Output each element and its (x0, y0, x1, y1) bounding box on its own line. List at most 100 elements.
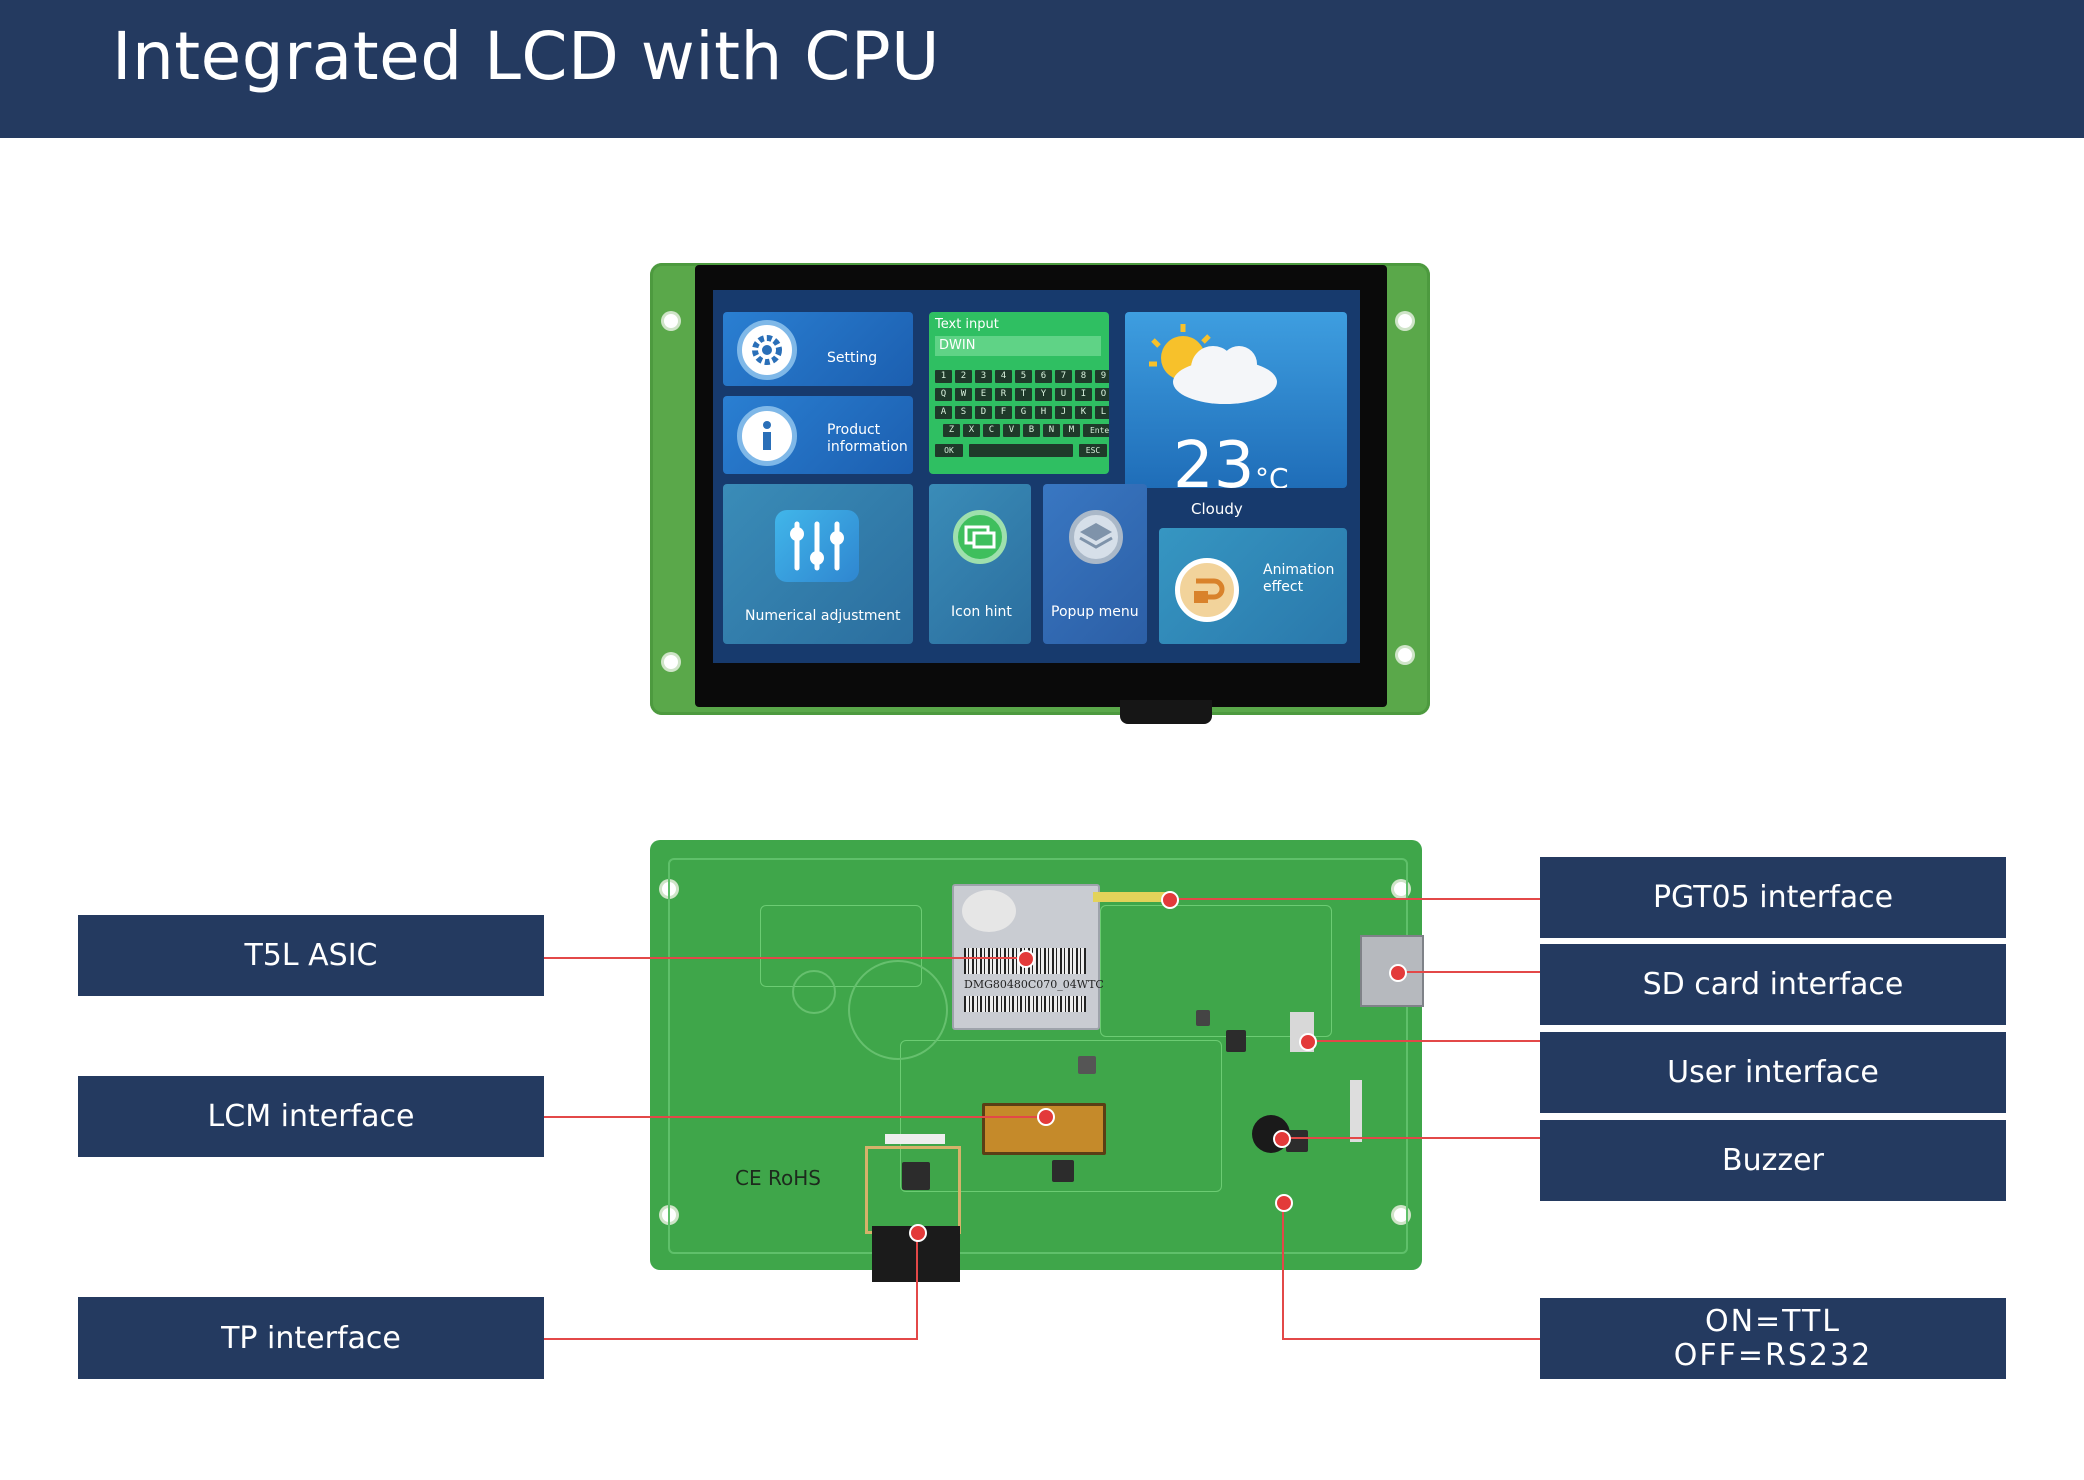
setting-tile[interactable]: Setting (723, 312, 913, 386)
tp-callout-dot (909, 1224, 927, 1242)
pad (792, 970, 836, 1014)
rs232-line: OFF=RS232 (1673, 1337, 1873, 1373)
weather-tile[interactable]: 23 °C (1125, 312, 1347, 488)
keyboard-key[interactable]: S (955, 406, 972, 419)
keyboard-key[interactable]: N (1043, 424, 1060, 437)
icon-hint-label: Icon hint (951, 604, 1012, 620)
mount-hole (1394, 1208, 1408, 1222)
product-information-tile[interactable]: Product information (723, 396, 913, 474)
capacitor (1196, 1010, 1210, 1026)
keyboard-key[interactable]: I (1075, 388, 1092, 401)
weather-condition: Cloudy (1191, 500, 1243, 518)
text-input-tile[interactable]: Text input DWIN 1234567890 QWERTYUIOP AS… (929, 312, 1109, 474)
keyboard-key[interactable]: H (1035, 406, 1052, 419)
page-title: Integrated LCD with CPU (112, 18, 940, 95)
keyboard-key[interactable]: 6 (1035, 370, 1052, 383)
numerical-adjustment-label: Numerical adjustment (745, 608, 901, 624)
icon-hint-tile[interactable]: Icon hint (929, 484, 1031, 644)
enter-key[interactable]: Enter (1083, 424, 1109, 437)
pcb-outline (668, 858, 1408, 1254)
keyboard-key[interactable]: Y (1035, 388, 1052, 401)
keyboard-key[interactable]: 4 (995, 370, 1012, 383)
user-interface-callout-dot (1299, 1033, 1317, 1051)
numerical-adjustment-tile[interactable]: Numerical adjustment (723, 484, 913, 644)
mount-hole (1394, 882, 1408, 896)
keyboard-key[interactable]: 3 (975, 370, 992, 383)
keyboard-key[interactable]: 5 (1015, 370, 1032, 383)
keyboard-key[interactable]: G (1015, 406, 1032, 419)
t5l-asic-label: T5L ASIC (78, 915, 544, 996)
pgt05-callout-dot (1161, 891, 1179, 909)
info-icon (737, 406, 797, 466)
ttl-callout-line (1282, 1338, 1540, 1340)
module-code: DMG80480C070_04WTC (964, 978, 1104, 991)
pin-row (1350, 1080, 1362, 1142)
ttl-line: ON=TTL (1704, 1303, 1842, 1339)
keyboard-key[interactable]: L (1095, 406, 1109, 419)
sd-callout-line (1396, 971, 1540, 973)
header-bar: Integrated LCD with CPU (0, 0, 2084, 138)
user-interface-callout-line (1306, 1040, 1540, 1042)
ok-key[interactable]: OK (935, 444, 963, 457)
keyboard-key[interactable]: D (975, 406, 992, 419)
keyboard-key[interactable]: A (935, 406, 952, 419)
keyboard-key[interactable]: 1 (935, 370, 952, 383)
tp-callout-line (544, 1338, 917, 1340)
gear-icon (737, 320, 797, 380)
layers-icon (1069, 510, 1123, 564)
keyboard-key[interactable]: C (983, 424, 1000, 437)
pgt05-callout-line (1168, 898, 1540, 900)
capacitor (1078, 1056, 1096, 1074)
keyboard-key[interactable]: E (975, 388, 992, 401)
t5l-callout-dot (1017, 950, 1035, 968)
keyboard-key[interactable]: M (1063, 424, 1080, 437)
mount-hole (664, 655, 678, 669)
keyboard-key[interactable]: Q (935, 388, 952, 401)
keyboard-key[interactable]: F (995, 406, 1012, 419)
esc-key[interactable]: ESC (1079, 444, 1107, 457)
keyboard-row-2: QWERTYUIOP (935, 388, 1109, 401)
tp-connector (865, 1146, 961, 1234)
pgt05-header (1093, 892, 1169, 902)
popup-menu-tile[interactable]: Popup menu (1043, 484, 1147, 644)
keyboard-key[interactable]: J (1055, 406, 1072, 419)
keyboard-key[interactable]: B (1023, 424, 1040, 437)
temperature-unit: °C (1255, 462, 1289, 488)
keyboard-key[interactable]: 7 (1055, 370, 1072, 383)
buzzer-label: Buzzer (1540, 1120, 2006, 1201)
keyboard-key[interactable]: O (1095, 388, 1109, 401)
keyboard-key[interactable]: K (1075, 406, 1092, 419)
lcm-callout-line (544, 1116, 1044, 1118)
keyboard-key[interactable]: U (1055, 388, 1072, 401)
animation-effect-label: Animation effect (1263, 562, 1335, 595)
lcd-screen: Setting Product information Text input D… (713, 290, 1360, 663)
space-key[interactable] (969, 444, 1073, 457)
lcm-callout-dot (1037, 1108, 1055, 1126)
tp-callout-line-vertical (916, 1232, 918, 1340)
keyboard-row-5: OK ESC (935, 444, 1107, 457)
keyboard-key[interactable]: R (995, 388, 1012, 401)
chip (1286, 1130, 1308, 1152)
ttl-callout-line-vertical (1282, 1202, 1284, 1340)
keyboard-key[interactable]: 9 (1095, 370, 1109, 383)
setting-label: Setting (827, 350, 878, 366)
keyboard-key[interactable]: W (955, 388, 972, 401)
keyboard-key[interactable]: 8 (1075, 370, 1092, 383)
barcode (964, 996, 1086, 1012)
popup-menu-label: Popup menu (1051, 604, 1139, 620)
text-input-title: Text input (935, 317, 999, 332)
lcm-connector (982, 1103, 1106, 1155)
keyboard-key[interactable]: 2 (955, 370, 972, 383)
keyboard-key[interactable]: Z (943, 424, 960, 437)
keyboard-key[interactable]: T (1015, 388, 1032, 401)
temperature-value: 23 (1173, 429, 1255, 488)
mount-hole (1398, 648, 1412, 662)
keyboard-key[interactable]: X (963, 424, 980, 437)
lcm-interface-label: LCM interface (78, 1076, 544, 1157)
animation-effect-tile[interactable]: Animation effect (1159, 528, 1347, 644)
keyboard-row-4: ZXCVBNMEnter (943, 424, 1109, 437)
keyboard-key[interactable]: V (1003, 424, 1020, 437)
text-input-field[interactable]: DWIN (935, 336, 1101, 356)
ttl-callout-dot (1275, 1194, 1293, 1212)
